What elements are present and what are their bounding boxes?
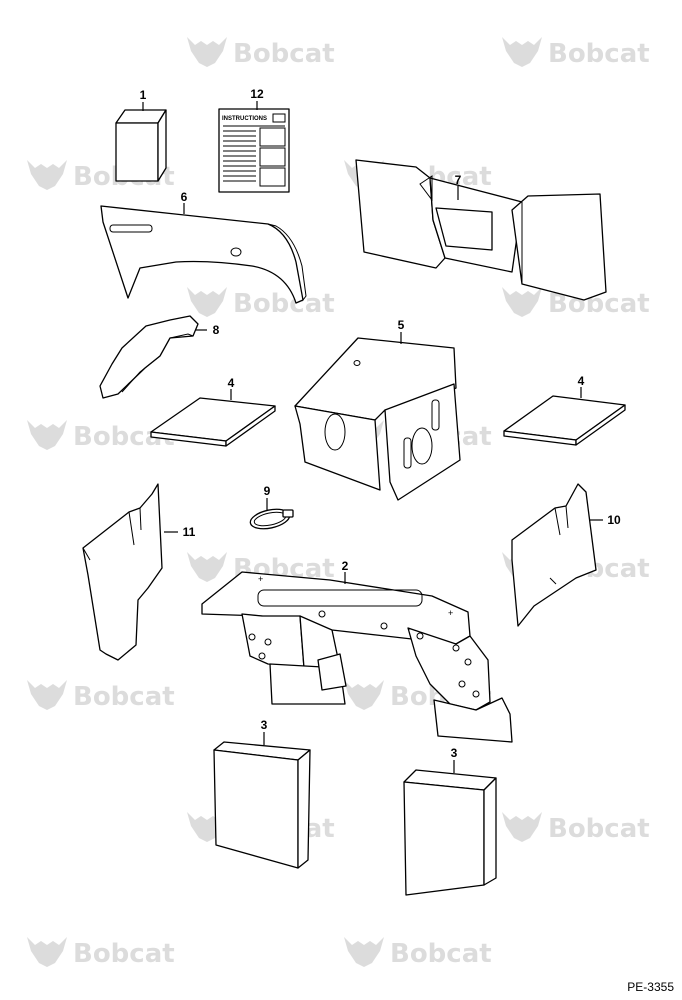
part-9-clamp xyxy=(249,508,294,530)
callout-10: 10 xyxy=(607,513,621,527)
bobcat-logo-icon xyxy=(344,680,384,710)
watermark-text: Bobcat xyxy=(233,39,335,69)
bobcat-logo-icon xyxy=(27,420,67,450)
part-3-block-left xyxy=(213,741,311,869)
callout-4-left: 4 xyxy=(228,376,235,390)
bobcat-logo-icon xyxy=(27,160,67,190)
callout-4-right: 4 xyxy=(578,374,585,388)
watermark-text: Bobcat xyxy=(73,939,175,969)
watermark-text: Bobcat xyxy=(548,39,650,69)
bobcat-logo-icon xyxy=(187,287,227,317)
watermark-text: Bobcat xyxy=(548,814,650,844)
bobcat-logo-icon xyxy=(187,37,227,67)
part-12-instruction-sheet: INSTRUCTIONS xyxy=(218,108,290,193)
callout-3-right: 3 xyxy=(451,746,458,760)
callout-6: 6 xyxy=(181,190,188,204)
part-6-side-panel xyxy=(100,205,307,304)
instruction-sheet-title: INSTRUCTIONS xyxy=(222,116,267,122)
callout-9: 9 xyxy=(264,484,271,498)
callout-5: 5 xyxy=(398,318,405,332)
callout-7: 7 xyxy=(455,173,462,187)
part-4-pad-left xyxy=(150,397,276,447)
watermark-text: Bobcat xyxy=(390,939,492,969)
callout-2: 2 xyxy=(342,559,349,573)
part-1-block xyxy=(115,109,167,182)
part-11-side-panel xyxy=(82,483,163,661)
bobcat-logo-icon xyxy=(27,937,67,967)
diagram-code: PE-3355 xyxy=(627,980,674,994)
part-2-mounting-bracket: + + xyxy=(201,571,513,743)
bobcat-logo-icon xyxy=(502,37,542,67)
part-8-bracket xyxy=(99,315,199,399)
part-7-folded-panel xyxy=(355,159,607,301)
watermark-text: Bobcat xyxy=(233,289,335,319)
callout-12: 12 xyxy=(250,87,264,101)
callout-3-left: 3 xyxy=(261,718,268,732)
bobcat-logo-icon xyxy=(27,680,67,710)
part-4-pad-right xyxy=(503,395,626,446)
bobcat-logo-icon xyxy=(502,812,542,842)
callout-8: 8 xyxy=(213,323,220,337)
part-5-housing-cover xyxy=(294,337,461,501)
callout-11: 11 xyxy=(183,525,196,539)
svg-text:+: + xyxy=(448,608,453,618)
bobcat-logo-icon xyxy=(502,287,542,317)
callout-1: 1 xyxy=(140,88,147,102)
part-3-block-right xyxy=(403,769,497,896)
bobcat-logo-icon xyxy=(187,552,227,582)
watermark-text: Bobcat xyxy=(73,682,175,712)
svg-text:+: + xyxy=(258,574,263,584)
part-10-side-panel xyxy=(511,483,597,627)
bobcat-logo-icon xyxy=(344,937,384,967)
